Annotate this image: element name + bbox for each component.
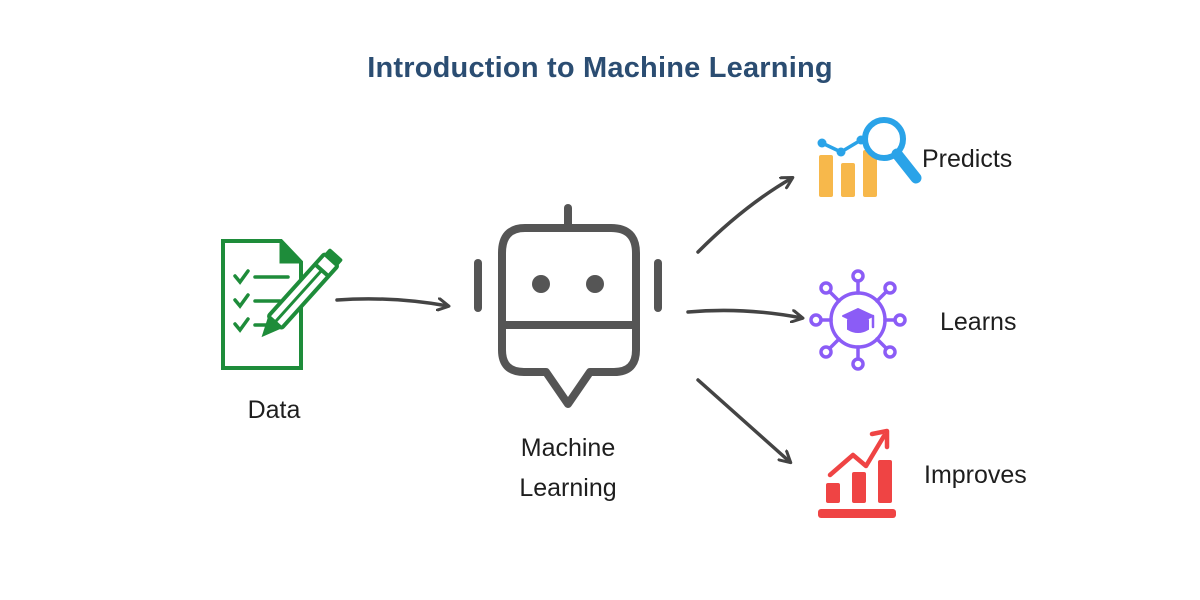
arrow-data-to-ml: [335, 297, 448, 306]
improves-label: Improves: [924, 461, 1027, 489]
machine-learning-label-line1: Machine: [520, 434, 616, 462]
arrow-ml-to-improves: [696, 378, 790, 462]
growth-chart-icon: [818, 428, 896, 518]
learns-label: Learns: [940, 308, 1017, 336]
data-label: Data: [247, 396, 301, 424]
robot-icon: [474, 204, 662, 408]
chart-magnifier-icon: [817, 117, 922, 197]
machine-learning-label: Machine Learning: [478, 428, 658, 508]
document-pen-icon: [221, 239, 343, 370]
diagram-title: Introduction to Machine Learning: [367, 52, 833, 84]
machine-learning-label-line2: Learning: [519, 474, 617, 502]
arrow-ml-to-predicts: [696, 178, 792, 254]
predicts-label: Predicts: [922, 145, 1013, 173]
neural-graduation-icon: [809, 269, 907, 371]
arrow-ml-to-learns: [686, 308, 802, 318]
